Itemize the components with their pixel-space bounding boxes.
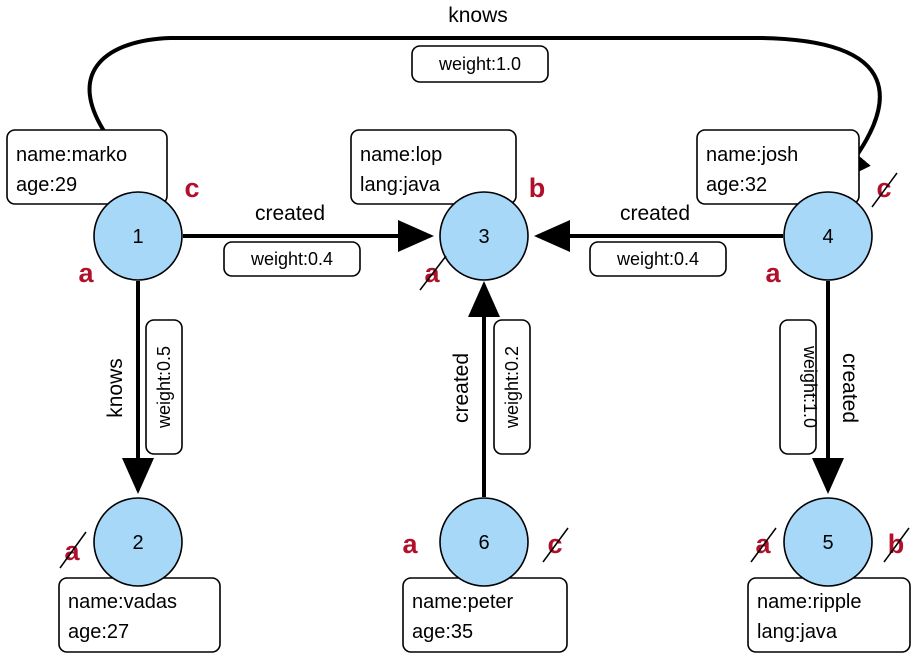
strike-v2-a [59, 531, 87, 569]
mark-v6-c: c [547, 529, 562, 559]
weight-box-1-3 [223, 241, 361, 277]
vertex-4-properties: name:josh age:32 [696, 129, 860, 205]
vertex-3: 3 [439, 191, 529, 281]
svg-text:age:29: age:29 [16, 174, 77, 196]
weight-box-1-4 [411, 45, 549, 83]
weight-label-1-2: weight:0.5 [154, 346, 174, 429]
edge-label-knows-1-2: knows [104, 358, 127, 418]
svg-text:age:32: age:32 [706, 174, 767, 196]
vertex-3-id: 3 [478, 226, 489, 248]
vertex-1-properties: name:marko age:29 [6, 129, 168, 205]
vertex-6: 6 [439, 497, 529, 587]
strike-v5-b [883, 527, 910, 563]
strike-v4-c [871, 172, 898, 208]
mark-v4-a: a [765, 258, 781, 288]
mark-v1-c: c [184, 173, 199, 203]
weight-label-4-5: weight:1.0 [800, 345, 820, 428]
edge-label-created-6-3: created [450, 353, 473, 423]
edge-label-knows-1-4: knows [448, 4, 508, 27]
vertex-2-id: 2 [132, 532, 143, 554]
svg-text:name:lop: name:lop [360, 144, 442, 166]
vertex-4-id: 4 [822, 226, 833, 248]
vertex-5: 5 [783, 497, 873, 587]
edge-1-4-knows [87, 36, 882, 184]
vertex-6-properties: name:peter age:35 [402, 577, 568, 653]
vertex-1-id: 1 [132, 226, 143, 248]
strike-v6-c [542, 527, 569, 563]
weight-label-1-3: weight:0.4 [250, 249, 333, 269]
vertex-5-properties: name:ripple lang:java [747, 577, 911, 653]
vertex-2: 2 [93, 497, 183, 587]
svg-text:lang:java: lang:java [757, 621, 838, 643]
strike-v3-a [419, 255, 447, 291]
weight-box-4-3 [589, 241, 727, 277]
mark-v6-a: a [402, 529, 418, 559]
svg-text:lang:java: lang:java [360, 174, 441, 196]
edge-label-created-1-3: created [255, 202, 325, 225]
svg-text:name:josh: name:josh [706, 144, 798, 166]
svg-text:name:vadas: name:vadas [68, 591, 177, 613]
strike-v5-a [750, 527, 777, 563]
svg-text:age:35: age:35 [412, 621, 473, 643]
weight-label-1-4: weight:1.0 [438, 54, 521, 74]
vertex-5-id: 5 [822, 532, 833, 554]
weight-box-6-3 [493, 319, 531, 455]
vertex-1: 1 [93, 191, 183, 281]
vertex-4: 4 [783, 191, 873, 281]
weight-label-6-3: weight:0.2 [502, 346, 522, 429]
vertex-6-id: 6 [478, 532, 489, 554]
svg-text:age:27: age:27 [68, 621, 129, 643]
svg-text:name:peter: name:peter [412, 591, 514, 613]
weight-box-4-5 [779, 319, 817, 455]
weight-box-1-2 [145, 319, 183, 455]
mark-v1-a: a [78, 258, 94, 288]
svg-text:name:ripple: name:ripple [757, 591, 862, 613]
svg-text:name:marko: name:marko [16, 144, 127, 166]
mark-v3-b: b [529, 173, 546, 203]
vertex-3-properties: name:lop lang:java [350, 129, 517, 205]
vertex-2-properties: name:vadas age:27 [58, 577, 221, 653]
edge-label-created-4-3: created [620, 202, 690, 225]
weight-label-4-3: weight:0.4 [616, 249, 699, 269]
edge-label-created-4-5: created [838, 353, 861, 423]
